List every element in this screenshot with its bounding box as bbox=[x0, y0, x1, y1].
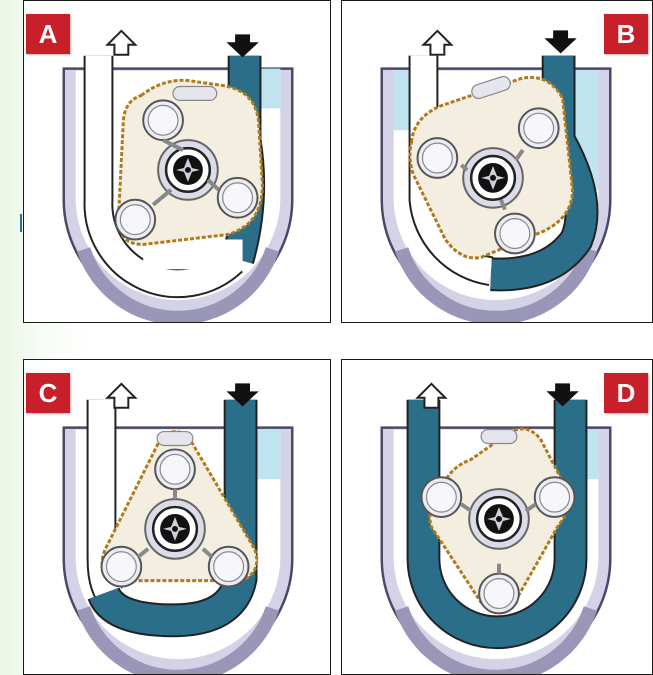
outlet-arrow-up-icon bbox=[423, 31, 451, 55]
inlet-arrow-down-icon bbox=[228, 35, 258, 57]
panel-a: A bbox=[23, 0, 331, 323]
panel-label-d: D bbox=[604, 373, 648, 413]
panel-label-b: B bbox=[604, 14, 648, 54]
panel-label-a: A bbox=[26, 14, 70, 54]
panel-d: D bbox=[341, 359, 653, 675]
panel-c: C bbox=[23, 359, 331, 675]
panel-label-c: C bbox=[26, 373, 70, 413]
inlet-arrow-down-icon bbox=[546, 31, 576, 53]
panel-b: B bbox=[341, 0, 653, 323]
edge-marker bbox=[20, 214, 22, 232]
outlet-arrow-up-icon bbox=[107, 31, 135, 55]
